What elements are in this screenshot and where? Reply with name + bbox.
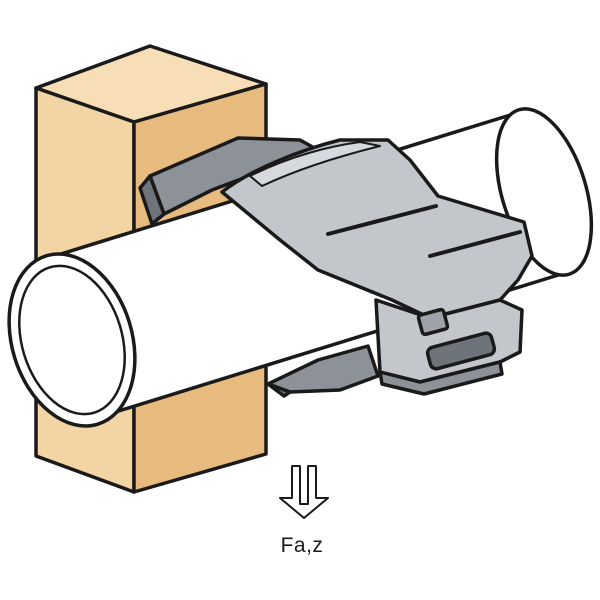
clamp-nut <box>416 307 450 337</box>
clamp-band-top-highlight <box>249 141 381 187</box>
clamp-screw <box>425 331 497 371</box>
force-arrow <box>279 465 329 519</box>
force-label: Fa,z <box>280 534 324 557</box>
force-arrow-shape <box>279 465 329 519</box>
clamp-slot-lower <box>428 230 522 258</box>
clamp-slot-upper <box>326 204 438 236</box>
clamp-lower-lip <box>266 382 292 398</box>
clamp-side-plate-shade <box>378 360 504 396</box>
pipe-near-end-inner <box>18 264 126 416</box>
pipe-clamp <box>220 138 534 398</box>
clamp-back-band-lip <box>138 174 166 226</box>
